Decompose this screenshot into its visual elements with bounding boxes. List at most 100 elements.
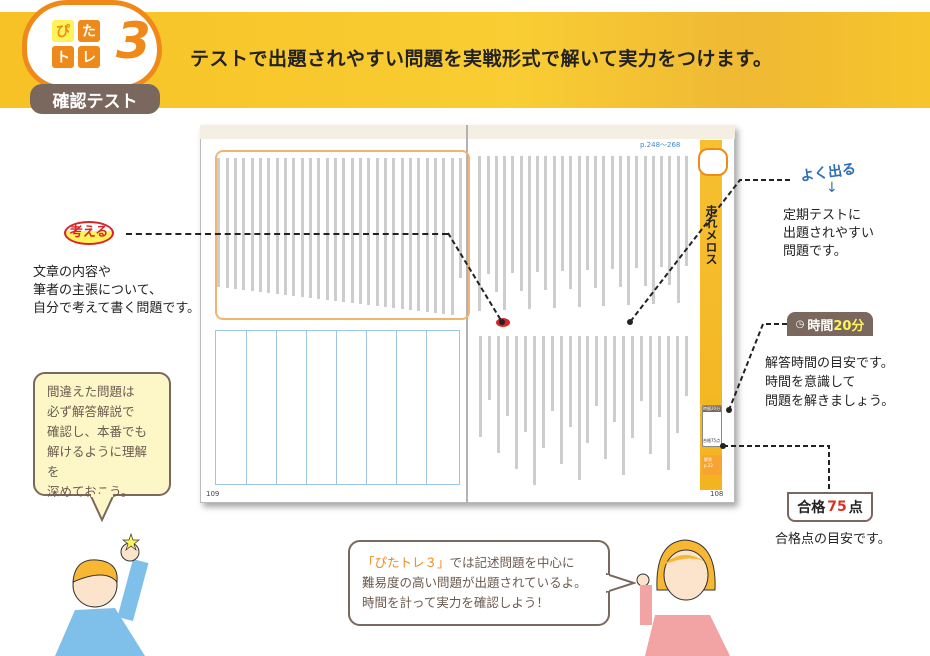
mini-logo [698, 148, 728, 176]
text-line-placeholder [494, 156, 498, 292]
text-line-placeholder [631, 336, 635, 438]
time-value: 20分 [833, 318, 865, 334]
girl-speech-bubble: 「ぴたトレ３」では記述問題を中心に 難易度の高い問題が出題されているよ。 時間を… [348, 540, 610, 626]
text-line-placeholder [613, 336, 617, 422]
text-line-placeholder [602, 156, 606, 306]
headline: テストで出題されやすい問題を実戦形式で解いて実力をつけます。 [190, 48, 773, 70]
text-line-placeholder [586, 336, 590, 443]
text-line-placeholder [649, 336, 653, 454]
text-line-placeholder [325, 158, 329, 300]
text-line-placeholder [259, 158, 262, 292]
text-line-placeholder [292, 158, 296, 296]
text-line: 確認し、本番でも [47, 424, 148, 439]
arrow-down-icon: ↓ [826, 180, 838, 196]
question-column [478, 330, 693, 485]
text-line: 解けるように理解を [47, 444, 148, 479]
text-line: 間違えた問題は [47, 384, 135, 399]
text-line-placeholder [668, 156, 672, 285]
text-line-placeholder [459, 158, 462, 278]
text-line-placeholder [604, 336, 608, 459]
text-line-placeholder [375, 158, 379, 306]
frequent-description: 定期テストに 出題されやすい 問題です。 [783, 207, 874, 261]
text-line-placeholder [685, 156, 688, 266]
text-line: 時間を計って実力を確認しよう！ [362, 595, 549, 610]
left-page-number: 109 [206, 490, 220, 498]
text-line-placeholder [651, 156, 655, 304]
text-line-placeholder [643, 156, 647, 286]
text-line: 筆者の主張について、 [33, 283, 162, 298]
question-column [478, 150, 693, 320]
text-line-placeholder [685, 336, 688, 396]
think-label: 考える [64, 221, 114, 245]
text-line: 自分で考えて書く問題です。 [33, 301, 201, 316]
text-line-placeholder [660, 156, 664, 267]
pass-score-badge: 合格 75 点 [787, 492, 873, 522]
text-line-placeholder [478, 336, 482, 437]
right-page-number: 108 [710, 490, 724, 498]
text-line-placeholder [544, 156, 548, 290]
text-line-placeholder [503, 156, 507, 310]
text-line-placeholder [541, 336, 545, 448]
think-description: 文章の内容や 筆者の主張について、 自分で考えて書く問題です。 [33, 264, 200, 318]
text-line-placeholder [450, 158, 454, 315]
reading-passage [215, 150, 470, 320]
text-line-placeholder [635, 156, 639, 268]
mini-time: 時間20分 [703, 406, 721, 412]
text-line-placeholder [300, 158, 304, 297]
grid-line [246, 331, 247, 484]
text-line-placeholder [350, 158, 354, 303]
bubble-tail [88, 494, 116, 523]
mini-answer: 解答 p.22 [702, 455, 722, 475]
logo-badge: 確認テスト [30, 84, 160, 114]
text-line: 問題を解きましょう。 [765, 394, 895, 409]
text-line-placeholder [511, 156, 515, 273]
text-line-placeholder [225, 158, 229, 288]
logo-char: ト [52, 46, 74, 68]
text-line: 問題です。 [783, 244, 847, 259]
text-line-placeholder [536, 156, 540, 272]
answer-grid [215, 330, 460, 485]
text-line-placeholder [384, 158, 387, 307]
mini-score-box: 時間20分 合格75点 [702, 405, 722, 447]
text-line-placeholder [242, 158, 246, 290]
logo-number: 3 [116, 12, 151, 70]
text-line-placeholder [275, 158, 279, 294]
pass-value: 75 [827, 499, 847, 515]
text-line-placeholder [442, 158, 446, 314]
grid-line [396, 331, 397, 484]
text-line-placeholder [594, 156, 598, 288]
leader-line [726, 323, 787, 413]
text-line-placeholder [568, 336, 572, 427]
logo-char: ぴ [52, 20, 74, 42]
grid-line [306, 331, 307, 484]
text-line-placeholder [367, 158, 371, 305]
logo-tiles: ぴ た ト レ [52, 20, 100, 68]
text-line-placeholder [676, 336, 680, 433]
text-line-placeholder [618, 156, 622, 287]
text-line-placeholder [532, 336, 536, 485]
text-line-placeholder [514, 336, 518, 469]
text-line-placeholder [496, 336, 500, 453]
pass-description: 合格点の目安です。 [775, 532, 891, 547]
time-description: 解答時間の目安です。 時間を意識して 問題を解きましょう。 [765, 354, 894, 411]
text-line-placeholder [627, 156, 631, 305]
text-line: 文章の内容や [33, 265, 112, 280]
mini-score: 合格75点 [703, 438, 721, 443]
text-line-placeholder [250, 158, 254, 291]
text-line-placeholder [486, 156, 490, 274]
page-sidebar [700, 140, 722, 490]
grid-line [366, 331, 367, 484]
text-line-placeholder [342, 158, 346, 302]
text-line-placeholder [527, 156, 531, 309]
grid-line [276, 331, 277, 484]
text-line-placeholder [658, 336, 662, 417]
text-line-placeholder [560, 156, 564, 271]
text-line: 時間を意識して [765, 375, 856, 390]
text-line-placeholder [610, 156, 614, 269]
leader-line [627, 179, 790, 325]
text-line-placeholder [559, 336, 563, 464]
text-line-placeholder [622, 336, 626, 475]
text-line-placeholder [552, 156, 556, 308]
text-line-placeholder [569, 156, 573, 289]
bubble-tail [606, 572, 636, 594]
